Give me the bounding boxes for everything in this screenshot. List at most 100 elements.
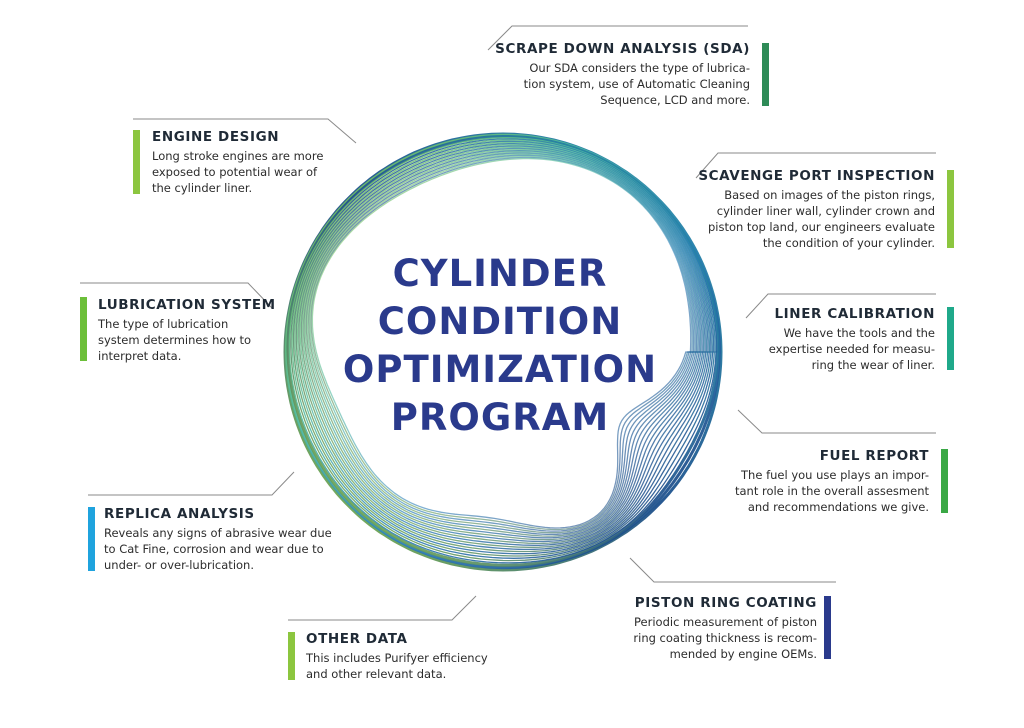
ring-wave-line [298, 145, 708, 548]
desc-line: exposed to potential wear of [152, 165, 318, 179]
ring-wave-line [304, 151, 700, 539]
lubrication-title: LUBRICATION SYSTEM [98, 297, 276, 313]
desc-line: Sequence, LCD and more. [600, 93, 750, 107]
ring-wave-line [310, 156, 693, 531]
title-line: CYLINDER [392, 252, 608, 295]
desc-line: Periodic measurement of piston [634, 615, 817, 629]
leader-line-piston [629, 557, 836, 583]
desc-line: piston top land, our engineers evaluate [707, 220, 935, 234]
desc-line: This includes Purifyer efficiency [306, 651, 488, 665]
liner-block: LINER CALIBRATION We have the tools and … [769, 306, 935, 373]
piston-description: Periodic measurement of piston ring coat… [633, 614, 817, 662]
desc-line: to Cat Fine, corrosion and wear due to [104, 542, 324, 556]
ring-wave-line [308, 154, 696, 534]
desc-line: the cylinder liner. [152, 181, 253, 195]
ring-wave-line [288, 137, 718, 564]
scavenge-block: SCAVENGE PORT INSPECTION Based on images… [698, 168, 935, 251]
fuel-title: FUEL REPORT [819, 448, 929, 464]
fuel-block: FUEL REPORT The fuel you use plays an im… [735, 448, 929, 515]
fuel-color-bar [941, 449, 948, 513]
ring-wave-line [300, 147, 705, 545]
leader-line-lubrication [80, 282, 273, 309]
other-description: This includes Purifyer efficiency and ot… [306, 650, 488, 682]
sda-color-bar [762, 43, 769, 106]
leader-line-fuel [737, 409, 936, 434]
scavenge-title: SCAVENGE PORT INSPECTION [698, 168, 935, 184]
replica-description: Reveals any signs of abrasive wear due t… [104, 525, 332, 573]
ring-wave-line [294, 141, 712, 555]
ring-wave-line [303, 150, 702, 541]
leader-line-engine-design [133, 118, 357, 144]
sda-block: SCRAPE DOWN ANALYSIS (SDA) Our SDA consi… [495, 41, 750, 108]
leader-line-replica [88, 471, 295, 496]
desc-line: The fuel you use plays an impor- [741, 468, 929, 482]
piston-block: PISTON RING COATING Periodic measurement… [633, 595, 817, 662]
desc-line: the condition of your cylinder. [762, 236, 935, 250]
replica-title: REPLICA ANALYSIS [104, 506, 255, 522]
liner-description: We have the tools and the expertise need… [769, 325, 935, 373]
desc-line: Based on images of the piston rings, [724, 188, 935, 202]
ring-wave-line [306, 153, 698, 536]
ring-wave-line [309, 155, 695, 532]
title-line: OPTIMIZATION [342, 348, 658, 391]
ring-wave-line [302, 148, 703, 543]
other-block: OTHER DATA This includes Purifyer effici… [306, 631, 488, 682]
desc-line: ring the wear of liner. [811, 358, 935, 372]
program-title: CYLINDER CONDITION OPTIMIZATION PROGRAM [340, 250, 660, 442]
desc-line: tion system, use of Automatic Cleaning [523, 77, 750, 91]
ring-wave-line [311, 157, 692, 529]
engine-design-title: ENGINE DESIGN [152, 129, 280, 145]
title-line: CONDITION [377, 300, 623, 343]
desc-line: Our SDA considers the type of lubrica- [529, 61, 750, 75]
desc-line: system determines how to [98, 333, 252, 347]
ring-wave-line [291, 139, 715, 559]
desc-line: and other relevant data. [306, 667, 447, 681]
liner-title: LINER CALIBRATION [774, 306, 935, 322]
lubrication-block: LUBRICATION SYSTEM The type of lubricati… [98, 297, 276, 364]
engine-design-color-bar [133, 130, 140, 194]
desc-line: mended by engine OEMs. [669, 647, 817, 661]
desc-line: Long stroke engines are more [152, 149, 324, 163]
desc-line: and recommendations we give. [747, 500, 929, 514]
piston-color-bar [824, 596, 831, 659]
ring-wave-line [290, 138, 716, 562]
desc-line: under- or over-lubrication. [104, 558, 254, 572]
ring-wave-line [299, 146, 706, 546]
ring-wave-line [286, 135, 720, 567]
ring-wave-line [296, 144, 709, 551]
other-title: OTHER DATA [306, 631, 408, 647]
desc-line: ring coating thickness is recom- [633, 631, 817, 645]
leader-line-scavenge [695, 152, 936, 179]
leader-line-other [288, 595, 477, 621]
ring-wave-line [292, 140, 713, 557]
sda-description: Our SDA considers the type of lubrica- t… [495, 60, 750, 108]
replica-color-bar [88, 507, 95, 571]
leader-line-liner [745, 293, 936, 319]
desc-line: expertise needed for measu- [768, 342, 935, 356]
replica-block: REPLICA ANALYSIS Reveals any signs of ab… [104, 506, 332, 573]
desc-line: interpret data. [98, 349, 182, 363]
liner-color-bar [947, 307, 954, 370]
desc-line: Reveals any signs of abrasive wear due [104, 526, 332, 540]
leader-line-sda [487, 25, 748, 51]
lubrication-description: The type of lubrication system determine… [98, 316, 276, 364]
other-color-bar [288, 632, 295, 680]
fuel-description: The fuel you use plays an impor- tant ro… [735, 467, 929, 515]
desc-line: cylinder liner wall, cylinder crown and [716, 204, 935, 218]
desc-line: We have the tools and the [783, 326, 935, 340]
title-line: PROGRAM [390, 396, 610, 439]
ring-wave-line [305, 152, 699, 537]
engine-design-block: ENGINE DESIGN Long stroke engines are mo… [152, 129, 323, 196]
scavenge-description: Based on images of the piston rings, cyl… [698, 187, 935, 251]
engine-design-description: Long stroke engines are more exposed to … [152, 148, 323, 196]
piston-title: PISTON RING COATING [634, 595, 817, 611]
ring-wave-line [295, 143, 711, 553]
ring-wave-lines [283, 132, 723, 572]
lubrication-color-bar [80, 297, 87, 361]
scavenge-color-bar [947, 170, 954, 248]
desc-line: tant role in the overall assesment [734, 484, 929, 498]
sda-title: SCRAPE DOWN ANALYSIS (SDA) [495, 41, 750, 57]
desc-line: The type of lubrication [98, 317, 229, 331]
